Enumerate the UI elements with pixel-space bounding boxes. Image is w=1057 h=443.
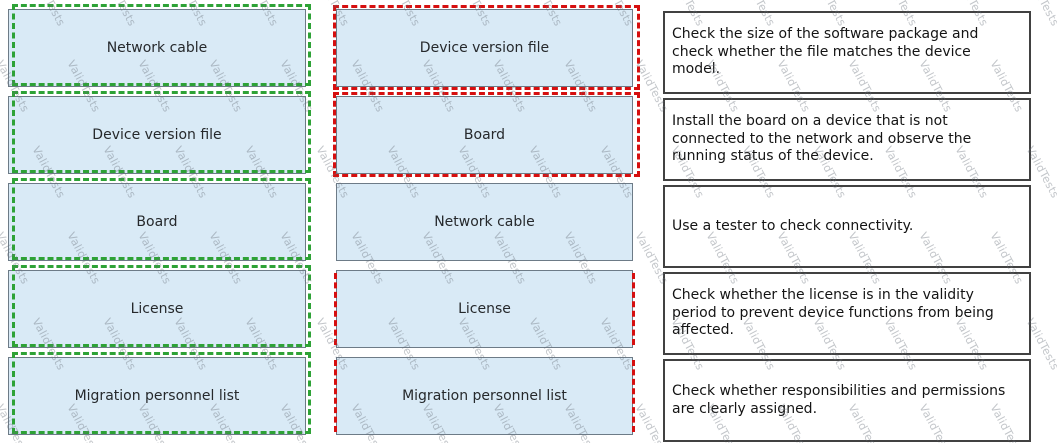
drop-target-network-cable[interactable]: Network cable bbox=[336, 183, 633, 261]
drop-target-license[interactable]: License bbox=[336, 270, 633, 348]
drop-target-migration-personnel-list[interactable]: Migration personnel list bbox=[336, 357, 633, 435]
description-text: Use a tester to check connectivity. bbox=[672, 217, 914, 234]
grid-cell: Device version file bbox=[8, 91, 311, 174]
grid-cell: Check the size of the software package a… bbox=[663, 9, 1031, 94]
description-box-4: Check whether the license is in the vali… bbox=[663, 272, 1031, 355]
drop-item-label: Migration personnel list bbox=[402, 388, 567, 404]
drag-item-label: License bbox=[130, 301, 184, 317]
grid-cell: Network cable bbox=[336, 183, 633, 261]
grid-cell: Check whether responsibilities and permi… bbox=[663, 357, 1031, 442]
description-box-3: Use a tester to check connectivity. bbox=[663, 185, 1031, 268]
description-box-2: Install the board on a device that is no… bbox=[663, 98, 1031, 181]
drop-target-board[interactable]: Board bbox=[336, 96, 633, 174]
grid-cell: Install the board on a device that is no… bbox=[663, 96, 1031, 181]
drop-item-label: Network cable bbox=[434, 214, 535, 230]
drag-source-network-cable[interactable]: Network cable bbox=[8, 9, 306, 87]
grid-cell: Check whether the license is in the vali… bbox=[663, 270, 1031, 355]
grid-cell: Device version file bbox=[333, 5, 640, 90]
drag-source-license[interactable]: License bbox=[8, 270, 306, 348]
drop-item-label: Device version file bbox=[419, 40, 550, 56]
drag-item-label: Migration personnel list bbox=[74, 388, 240, 404]
drag-item-label: Device version file bbox=[92, 127, 222, 143]
grid-cell: Migration personnel list bbox=[8, 352, 311, 435]
grid-cell: License bbox=[8, 265, 311, 348]
drag-source-board[interactable]: Board bbox=[8, 183, 306, 261]
description-text: Check the size of the software package a… bbox=[672, 26, 979, 78]
description-text: Check whether responsibilities and permi… bbox=[672, 382, 1006, 417]
description-text: Install the board on a device that is no… bbox=[672, 113, 972, 165]
drop-target-device-version-file[interactable]: Device version file bbox=[336, 9, 633, 87]
description-box-1: Check the size of the software package a… bbox=[663, 11, 1031, 94]
drag-source-device-version-file[interactable]: Device version file bbox=[8, 96, 306, 174]
drag-source-migration-personnel-list[interactable]: Migration personnel list bbox=[8, 357, 306, 435]
drop-item-label: License bbox=[458, 301, 511, 317]
description-box-5: Check whether responsibilities and permi… bbox=[663, 359, 1031, 442]
drop-item-label: Board bbox=[463, 127, 506, 143]
description-text: Check whether the license is in the vali… bbox=[672, 287, 994, 339]
drag-item-label: Board bbox=[136, 214, 178, 230]
grid-cell: Migration personnel list bbox=[334, 357, 635, 435]
grid-cell: Network cable bbox=[8, 4, 311, 87]
grid-cell: Use a tester to check connectivity. bbox=[663, 183, 1031, 268]
grid-cell: License bbox=[334, 270, 635, 348]
grid-cell: Board bbox=[333, 92, 640, 177]
drag-item-label: Network cable bbox=[106, 40, 208, 56]
grid-cell: Board bbox=[8, 178, 311, 261]
